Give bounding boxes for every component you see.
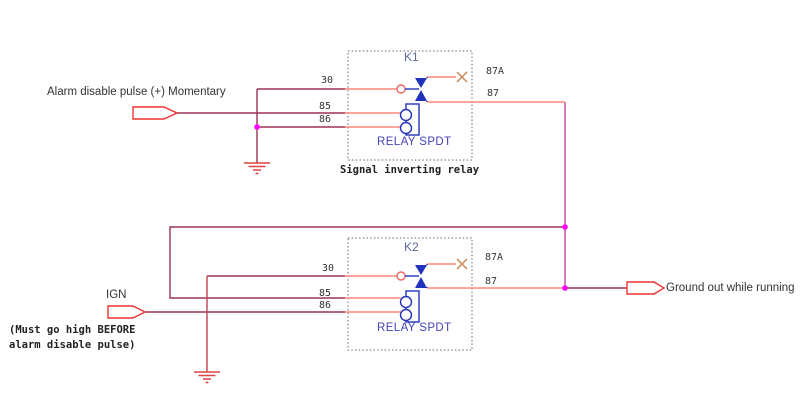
k2-ref-label: K2: [404, 240, 419, 254]
wire-branch-to-k2-85: [169, 226, 565, 299]
ign-input-arrow-icon: [107, 305, 147, 319]
k1-coil: [399, 103, 420, 136]
k2-ground-icon: [194, 371, 220, 384]
k1-pin86-label: 86: [319, 114, 332, 125]
k1-ground-icon: [244, 162, 270, 175]
k1-nc-contact-triangle: [415, 78, 427, 88]
k1-pin85-label: 85: [319, 101, 332, 112]
k1-common-terminal-circle: [396, 84, 406, 94]
routing-wires: [145, 88, 627, 313]
k2-pin30-label: 30: [322, 263, 335, 274]
k1-no-contact-triangle: [415, 90, 427, 101]
k2-coil: [399, 290, 420, 323]
k1-coil-loop-top: [399, 108, 413, 122]
junction-latch-branch: [562, 224, 568, 230]
k1-caption: Signal inverting relay: [340, 164, 480, 176]
k2-pin86-label: 86: [319, 300, 332, 311]
relay-outline-boxes: [347, 50, 473, 351]
alarm-input-arrow-icon: [132, 106, 179, 120]
k2-coil-loop-bottom: [399, 308, 413, 322]
k1-pin87-label: 87: [487, 88, 500, 99]
ground-output-label: Ground out while running: [666, 282, 795, 294]
k2-87a-noconnect-x-icon: [456, 258, 468, 270]
ground-symbols: [194, 162, 270, 384]
pin-stubs: [345, 76, 565, 313]
alarm-input-label: Alarm disable pulse (+) Momentary: [47, 86, 226, 98]
k1-outline-box: [347, 50, 473, 161]
ground-output-arrow-icon: [626, 281, 666, 295]
k2-pin85-label: 85: [319, 288, 332, 299]
ign-note-line1: (Must go high BEFORE: [9, 324, 136, 336]
no-connect-marks: [456, 71, 468, 270]
connector-flags: [107, 106, 666, 319]
k2-nc-contact-triangle: [415, 265, 427, 275]
junction-dots: [254, 124, 568, 291]
k2-common-terminal-circle: [396, 271, 406, 281]
ign-input-label: IGN: [106, 289, 127, 301]
k2-relay-symbol: [396, 264, 428, 323]
k2-no-contact-triangle: [415, 277, 427, 288]
k1-87a-noconnect-x-icon: [456, 71, 468, 83]
k1-coil-loop-bottom: [399, 121, 413, 135]
k2-pin87-label: 87: [485, 276, 498, 287]
ign-note-line2: alarm disable pulse): [9, 339, 136, 351]
k2-type-label: RELAY SPDT: [377, 322, 452, 334]
k1-pin30-label: 30: [321, 75, 334, 86]
k1-ref-label: K1: [404, 50, 419, 64]
k2-pin87a-label: 87A: [485, 252, 504, 263]
junction-k1-86-ground: [254, 124, 260, 130]
junction-k2-87-output: [562, 285, 568, 291]
k1-type-label: RELAY SPDT: [377, 136, 452, 148]
k1-pin87a-label: 87A: [486, 66, 505, 77]
k2-coil-loop-top: [399, 295, 413, 309]
k1-relay-symbol: [396, 77, 428, 136]
